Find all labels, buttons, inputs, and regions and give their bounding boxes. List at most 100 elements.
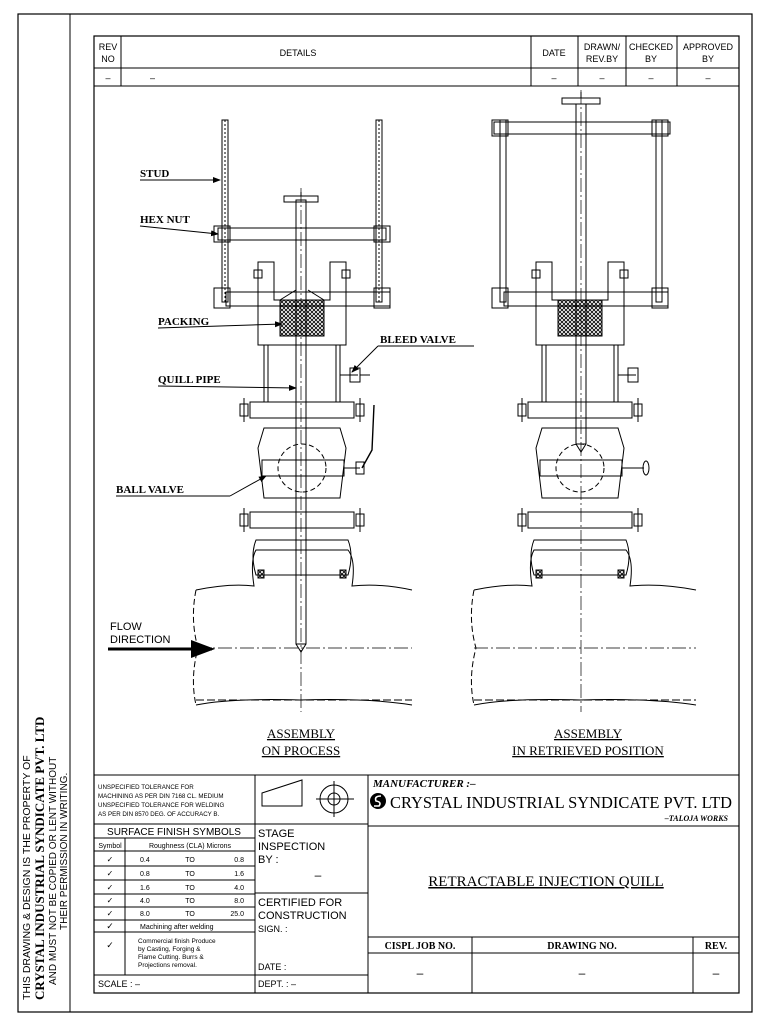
label-stud: STUD [140,168,169,180]
sf-header-roughness: Roughness (CLA) Microns [149,843,232,850]
sf-to: TO [185,871,195,878]
sf-upper: 0.8 [234,857,244,864]
drawn-value: – [599,73,604,83]
tolerance-line-1: UNSPECIFIED TOLERANCE FOR [98,784,194,791]
date-value: – [551,73,556,83]
commercial-note-4: Projections removal. [138,962,197,969]
label-bleed-valve: BLEED VALVE [380,334,456,346]
checked-header-2: BY [645,54,657,64]
caption-left-1: ASSEMBLY [267,726,336,741]
finish-symbol-icon: ✓ [107,909,114,918]
sf-from: 0.8 [140,871,150,878]
sf-row: ✓ 0.4 TO 0.8 [107,855,244,864]
drawing-no-label: DRAWING NO. [547,941,617,952]
label-packing: PACKING [158,316,210,328]
label-flow-direction-2: DIRECTION [110,634,171,646]
inspection-block: STAGE INSPECTION BY : – CERTIFIED FOR CO… [258,828,347,989]
finish-symbol-icon: ✓ [107,855,114,864]
commercial-note-1: Commercial finish Produce [138,938,216,945]
approved-header-2: BY [702,54,714,64]
inner-border [93,35,740,994]
drawing-no-value: – [579,966,586,980]
commercial-note-2: by Casting, Forging & [138,946,201,953]
title-block-grid [94,774,739,993]
label-quill-pipe: QUILL PIPE [158,374,221,386]
approved-value: – [705,73,710,83]
sf-row: ✓ 4.0 TO 8.0 [107,896,244,905]
certified-sign: SIGN. : [258,924,288,934]
certified-1: CERTIFIED FOR [258,897,342,909]
machining-check-icon: ✓ [106,921,114,931]
machining-note: Machining after welding [140,924,214,931]
caption-right-1: ASSEMBLY [554,726,623,741]
surface-finish-table: SURFACE FINISH SYMBOLS Symbol Roughness … [98,827,244,989]
label-hex-nut: HEX NUT [140,214,190,226]
rev-value: – [105,73,110,83]
sf-row: ✓ 0.8 TO 1.6 [107,869,244,878]
sf-from: 4.0 [140,898,150,905]
job-no-value: – [417,966,424,980]
sf-row: ✓ 8.0 TO 25.0 [107,909,244,918]
property-note-line-4: THEIR PERMISSION IN WRITING. [59,773,70,930]
sf-to: TO [185,911,195,918]
sf-row: ✓ 1.6 TO 4.0 [107,883,244,892]
commercial-check-icon: ✓ [106,940,114,950]
stage-inspection-1: STAGE [258,828,294,840]
surface-finish-title: SURFACE FINISH SYMBOLS [107,827,241,838]
job-no-label: CISPL JOB NO. [385,941,456,952]
caption-left-2: ON PROCESS [262,743,340,758]
property-note-line-1: THIS DRAWING & DESIGN IS THE PROPERTY OF [21,755,33,1000]
date-header: DATE [542,48,565,58]
certified-2: CONSTRUCTION [258,910,347,922]
company-logo-icon [370,793,386,809]
drawn-header-1: DRAWN/ [584,42,621,52]
stage-inspection-2: INSPECTION [258,841,325,853]
rev-value-block: – [713,966,720,980]
scale: SCALE : – [98,979,140,989]
sf-to: TO [185,885,195,892]
assembly-on-process [192,119,413,712]
sf-from: 1.6 [140,885,150,892]
works-label: –TALOJA WORKS [664,814,729,823]
label-ball-valve: BALL VALVE [116,484,184,496]
sf-to: TO [185,898,195,905]
rev-header-2: NO [101,54,115,64]
stage-inspection-value: – [315,868,322,882]
property-note: THIS DRAWING & DESIGN IS THE PROPERTY OF… [21,717,70,1000]
property-note-line-3: AND MUST NOT BE COPIED OR LENT WITHOUT [48,757,59,985]
property-note-line-2: CRYSTAL INDUSTRIAL SYNDICATE PVT. LTD [32,717,47,1000]
manufacturer-label: MANUFACTURER :– [372,778,476,790]
revision-table [94,36,739,87]
label-flow-direction-1: FLOW [110,621,142,633]
approved-header-1: APPROVED [683,42,734,52]
tolerance-note: UNSPECIFIED TOLERANCE FOR MACHINING AS P… [98,784,224,818]
checked-value: – [648,73,653,83]
sf-upper: 25.0 [230,911,244,918]
date-label: DATE : [258,962,286,972]
sf-upper: 8.0 [234,898,244,905]
rev-header-1: REV [99,42,118,52]
commercial-note-3: Flame Cutting. Burrs & [138,954,204,961]
finish-symbol-icon: ✓ [107,883,114,892]
left-labels: STUD HEX NUT PACKING BLEED VALVE QUILL P… [108,168,474,658]
checked-header-1: CHECKED [629,42,674,52]
dept-label: DEPT. : – [258,979,296,989]
tolerance-line-2: MACHINING AS PER DIN 7168 CL. MEDIUM [98,793,224,800]
drawing-title: RETRACTABLE INJECTION QUILL [428,874,663,890]
sf-from: 0.4 [140,857,150,864]
caption-right-2: IN RETRIEVED POSITION [512,743,664,758]
assembly-retrieved [470,90,697,712]
sf-to: TO [185,857,195,864]
captions: ASSEMBLY ON PROCESS ASSEMBLY IN RETRIEVE… [262,726,665,758]
manufacturer-block: MANUFACTURER :– CRYSTAL INDUSTRIAL SYNDI… [370,778,732,980]
projection-symbol-icon [261,779,354,817]
stage-inspection-3: BY : [258,854,279,866]
details-header: DETAILS [280,48,317,58]
tolerance-line-3: UNSPECIFIED TOLERANCE FOR WELDING [98,802,224,809]
sf-from: 8.0 [140,911,150,918]
sf-upper: 1.6 [234,871,244,878]
tolerance-line-4: AS PER DIN 8570 DEG. OF ACCURACY B. [98,811,220,818]
outer-border [17,13,753,1013]
